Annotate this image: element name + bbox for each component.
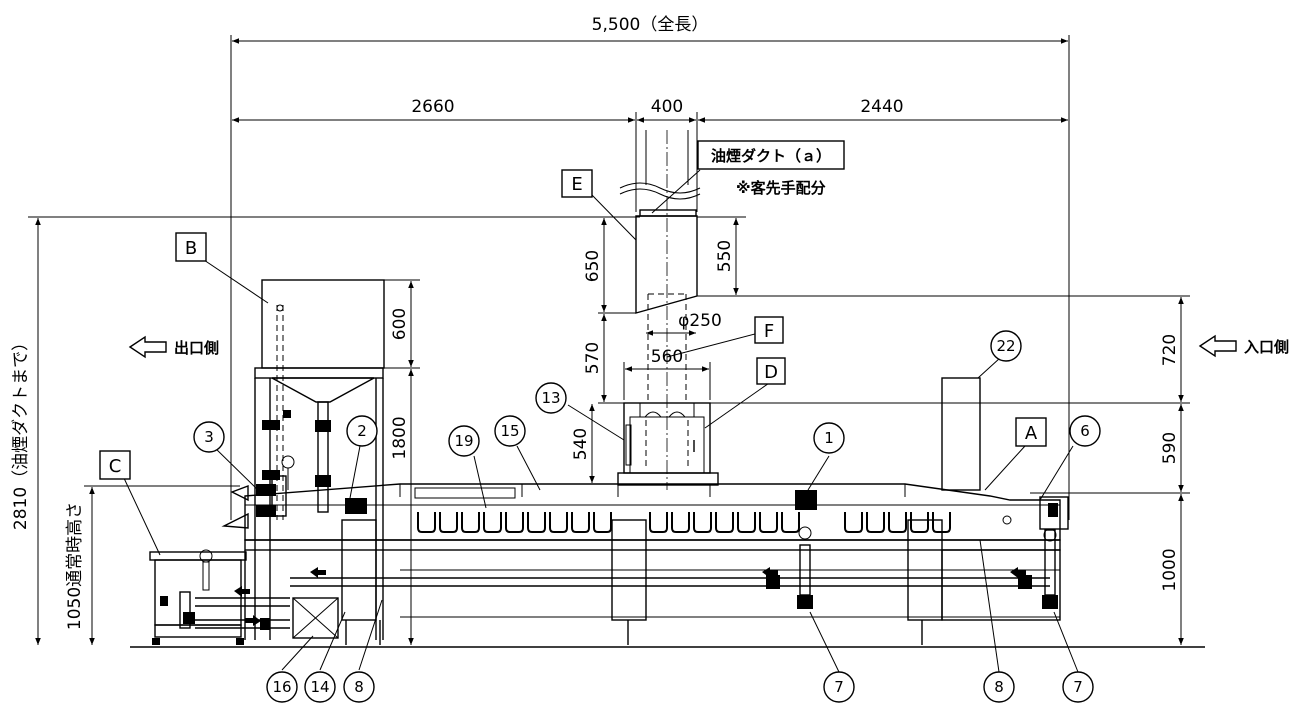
letter-boxes: B C E F D A [99, 169, 1047, 480]
conveyor-bucket [781, 512, 800, 533]
conveyor-bucket [571, 512, 590, 533]
letter-box-e [561, 169, 593, 198]
solid-left-arrow-icon [234, 586, 250, 597]
dim-normal-height: 1050通常時高さ [65, 502, 85, 630]
part-number-1: 1 [824, 429, 834, 447]
entry-arrow-icon [1198, 334, 1237, 358]
solid-left-arrow-icon [310, 567, 326, 578]
part-number-22: 22 [996, 337, 1015, 355]
conveyor-bucket [439, 512, 458, 533]
conveyor-bucket [417, 512, 436, 533]
conveyor-bucket [649, 512, 668, 533]
leader-lines [122, 169, 1079, 673]
letter-f: F [764, 321, 774, 342]
part-boxes [292, 597, 339, 639]
part-number-8b: 8 [994, 678, 1004, 696]
letter-box-b [175, 232, 207, 262]
part-number-15: 15 [500, 422, 519, 440]
dim-left-span: 2660 [411, 97, 454, 117]
exit-side-label: 出口側 [174, 339, 219, 357]
conveyor-bucket [593, 512, 612, 533]
part-number-7b: 7 [1073, 678, 1083, 696]
dim-duct-upper: 650 [583, 250, 603, 282]
letter-c: C [109, 456, 122, 477]
dim-right-span: 2440 [860, 97, 903, 117]
letter-box-f [754, 316, 784, 344]
dim-duct-diameter: φ250 [678, 311, 722, 331]
conveyor-buckets [417, 512, 951, 533]
conveyor-bucket [888, 512, 907, 533]
fryer-body [244, 377, 1069, 645]
solid-left-arrow-icon [1010, 567, 1026, 578]
dim-hood-height: 540 [571, 428, 591, 460]
letter-a: A [1025, 423, 1038, 444]
dim-overall-length: 5,500（全長） [592, 15, 709, 35]
solid-left-arrow-icon [762, 567, 778, 578]
conveyor-bucket [737, 512, 756, 533]
duct-label: 油煙ダクト（ａ） [711, 147, 831, 165]
dim-duct-width: 560 [651, 347, 683, 367]
letter-box-c [99, 450, 131, 480]
part-number-7a: 7 [834, 678, 844, 696]
conveyor-bucket [932, 512, 951, 533]
duct-label-frame [697, 140, 845, 170]
dim-right-upper: 720 [1160, 334, 1180, 366]
customer-supply-note: ※客先手配分 [736, 179, 826, 197]
oil-tank [149, 549, 270, 645]
part-number-19: 19 [454, 432, 473, 450]
entry-side-label: 入口側 [1244, 338, 1289, 356]
dim-hopper-height: 1800 [390, 416, 410, 459]
conveyor-bucket [715, 512, 734, 533]
dim-total-height: 2810（油煙ダクトまで） [11, 334, 31, 530]
flow-arrows [234, 567, 1026, 626]
conveyor-bucket [671, 512, 690, 533]
dim-center-span: 400 [651, 97, 683, 117]
part-number-6: 6 [1080, 422, 1090, 440]
conveyor-bucket [866, 512, 885, 533]
part-number-3: 3 [204, 428, 214, 446]
dim-duct-lower: 570 [583, 342, 603, 374]
exhaust-duct [617, 130, 719, 490]
conveyor-bucket [505, 512, 524, 533]
dim-right-middle: 590 [1160, 432, 1180, 464]
conveyor-bucket [693, 512, 712, 533]
exit-arrow-icon [128, 335, 167, 359]
conveyor-bucket [549, 512, 568, 533]
letter-d: D [764, 362, 778, 383]
conveyor-bucket [910, 512, 929, 533]
part-number-14: 14 [310, 678, 329, 696]
dim-duct-right-upper: 550 [715, 240, 735, 272]
dimension-lines [28, 35, 1190, 645]
letter-box-d [756, 357, 786, 385]
solid-right-arrow-icon [245, 615, 261, 626]
conveyor-bucket [844, 512, 863, 533]
conveyor-bucket [759, 512, 778, 533]
letter-box-a [1015, 417, 1047, 447]
letter-b: B [185, 238, 197, 259]
dim-right-lower: 1000 [1160, 548, 1180, 591]
piping [195, 475, 1058, 629]
part-balloons: 1 2 3 6 7 7 8 8 13 14 15 16 19 22 [193, 330, 1101, 703]
letter-e: E [571, 174, 582, 195]
conveyor-bucket [461, 512, 480, 533]
part-number-8a: 8 [354, 678, 364, 696]
part-number-13: 13 [541, 389, 560, 407]
dimension-texts: 5,500（全長） 2660 400 2440 2810（油煙ダクトまで） 10… [11, 15, 1180, 630]
dim-hopper-top: 600 [390, 308, 410, 340]
part-number-16: 16 [272, 678, 291, 696]
part-number-2: 2 [357, 422, 367, 440]
conveyor-bucket [483, 512, 502, 533]
conveyor-bucket [527, 512, 546, 533]
